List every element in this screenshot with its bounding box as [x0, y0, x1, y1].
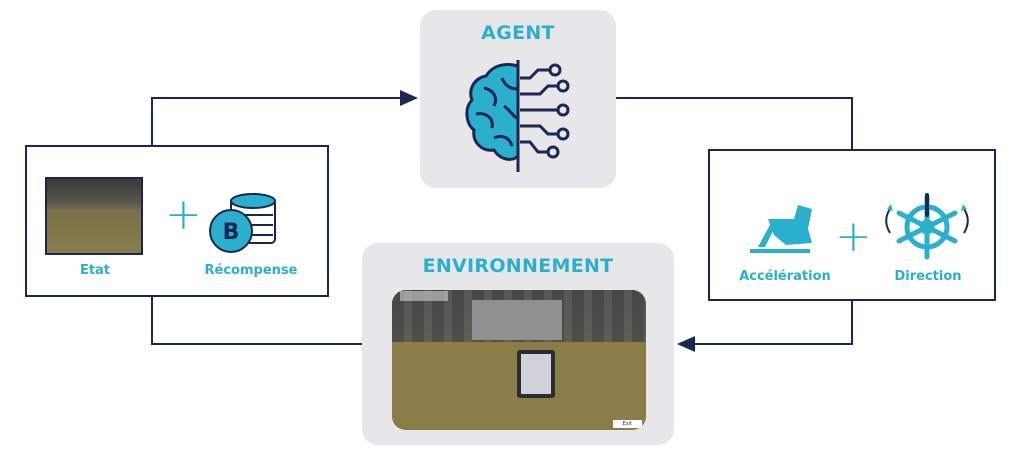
acceleration-label: Accélération: [739, 269, 831, 284]
foot-pedal-icon: [750, 205, 812, 253]
rc-car: [517, 350, 555, 398]
state-camera-image: [45, 177, 143, 255]
environment-title: ENVIRONNEMENT: [422, 255, 614, 277]
brain-circuit-icon: [465, 60, 570, 172]
bitcoin-coins-icon: B: [209, 193, 276, 253]
reward-label: Récompense: [204, 263, 298, 278]
state-reward-box: + B Etat Récompense: [25, 145, 329, 297]
plus-icon: +: [165, 189, 202, 240]
arrow-action-to-environment: [677, 301, 853, 352]
plus-icon: +: [835, 211, 872, 262]
line-environment-to-state: [151, 297, 362, 345]
environment-panel: ENVIRONNEMENT Exit: [362, 243, 674, 445]
simulator-screenshot: Exit: [392, 290, 646, 430]
action-box: + Accélération Direction: [708, 149, 996, 301]
arrow-state-to-agent: [151, 90, 418, 145]
state-label: Etat: [79, 263, 111, 278]
svg-text:B: B: [223, 220, 240, 245]
agent-title: AGENT: [481, 22, 555, 44]
ship-wheel-icon: [885, 193, 969, 260]
exit-button[interactable]: Exit: [612, 420, 642, 428]
agent-panel: AGENT: [420, 10, 616, 188]
direction-label: Direction: [894, 269, 962, 284]
line-agent-to-action: [616, 97, 853, 149]
